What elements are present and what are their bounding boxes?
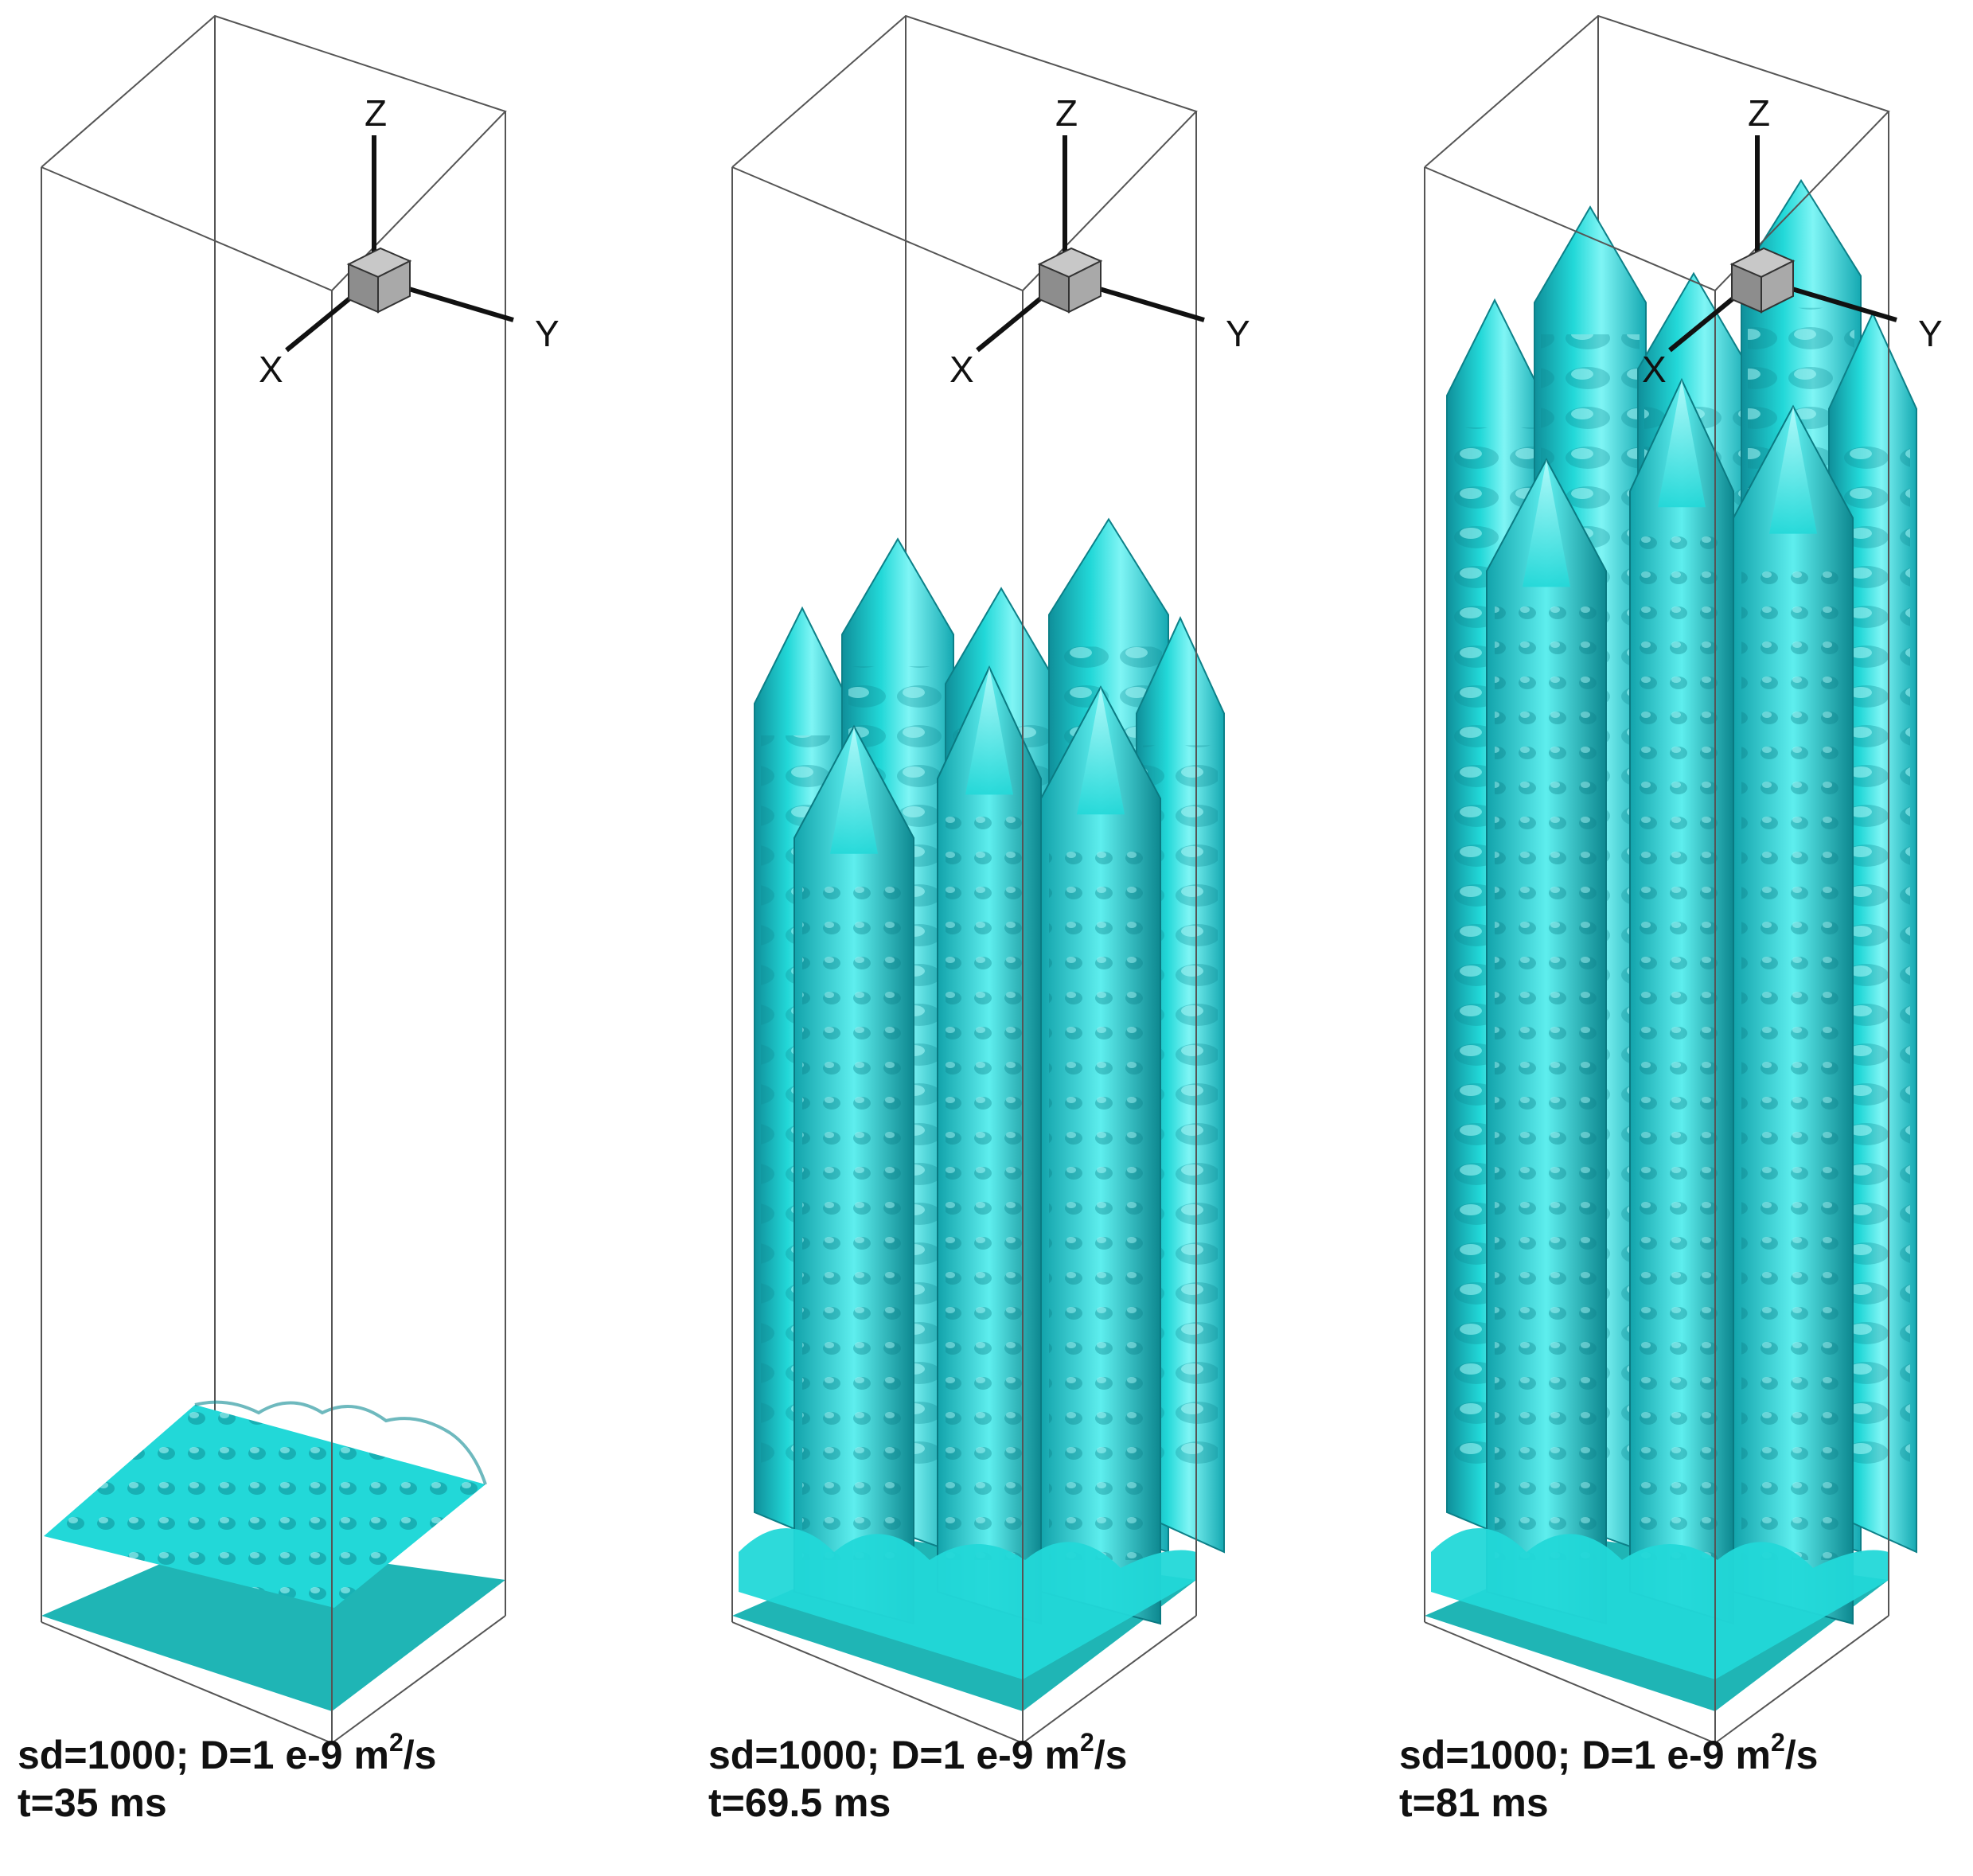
bottom-layer [41,1540,505,1711]
front-finger-texture-3 [1741,549,1845,1560]
front-finger-texture-3 [1049,830,1152,1560]
finger-tip-3 [1077,687,1125,815]
panel-1: Z Y X [41,14,560,1745]
caption-panel-1: sd=1000; D=1 e-9 m2/s t=35 ms [18,1728,437,1827]
base-blobs [739,1528,1196,1679]
caption-line-1: sd=1000; D=1 e-9 m2/s [1399,1728,1819,1777]
caption-panel-3: sd=1000; D=1 e-9 m2/s t=81 ms [1399,1728,1819,1827]
finger-tip-2 [965,667,1013,795]
axis-label-z: Z [1748,92,1770,134]
finger-tip-2 [1658,380,1706,508]
panel-2: Z Y X [731,14,1250,1745]
front-finger-texture-2 [1638,523,1725,1561]
axis-label-z: Z [1055,92,1078,134]
box-bottom-edges [1424,1615,1889,1745]
front-finger-texture-1 [1495,603,1598,1560]
finger-tip-1 [1523,459,1570,587]
axis-label-x: X [259,349,283,390]
caption-line-1: sd=1000; D=1 e-9 m2/s [18,1728,437,1777]
caption-line-2: t=81 ms [1399,1780,1549,1825]
box-top-face [41,14,507,292]
axis-label-y: Y [1918,313,1943,354]
caption-line-2: t=35 ms [18,1780,167,1825]
interface-ripples [44,1405,485,1608]
base-blobs [1431,1528,1889,1679]
caption-line-1: sd=1000; D=1 e-9 m2/s [708,1728,1128,1777]
caption-panel-2: sd=1000; D=1 e-9 m2/s t=69.5 ms [708,1728,1128,1827]
axis-label-x: X [1642,349,1667,390]
box-bottom-edges [41,1615,506,1745]
finger-tip-3 [1769,406,1817,534]
orientation-cube-right [377,259,411,314]
orientation-cube-right [1760,259,1794,314]
box-top-face [731,14,1198,292]
axis-label-z: Z [365,92,387,134]
panel-3: Z Y X [1424,14,1943,1745]
finger-tip-1 [830,726,878,854]
orientation-cube-right [1068,259,1102,314]
axis-label-y: Y [535,313,560,354]
axis-label-y: Y [1226,313,1250,354]
box-bottom-edges [731,1615,1197,1745]
caption-line-2: t=69.5 ms [708,1780,891,1825]
interface-edge [194,1400,487,1485]
axis-label-x: X [949,349,974,390]
front-finger-texture-2 [946,810,1033,1560]
front-finger-texture-1 [802,869,906,1560]
